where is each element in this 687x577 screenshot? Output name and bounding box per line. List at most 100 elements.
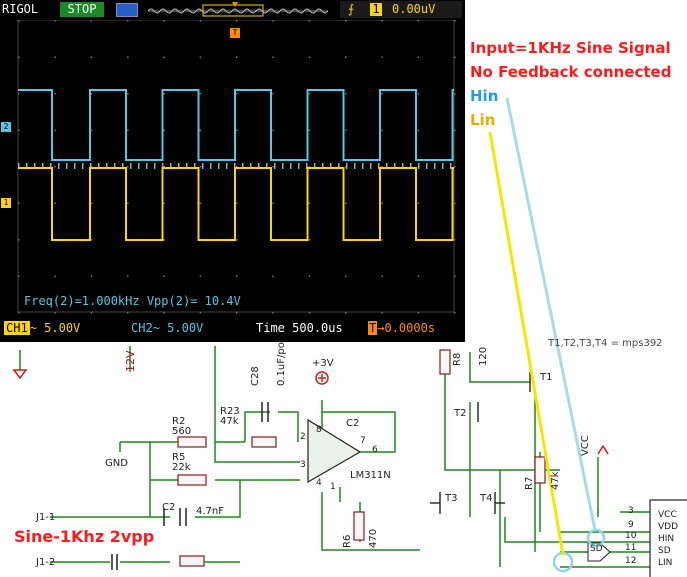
grid-dot — [127, 202, 129, 204]
grid-dot — [236, 166, 238, 168]
grid-tick — [202, 163, 204, 169]
opamp-pin-2: 2 — [300, 432, 306, 442]
grid-tick — [50, 163, 52, 169]
scope-brand: RIGOL — [2, 2, 39, 16]
label-vcc-supply: VCC — [580, 435, 591, 456]
grid-tick — [210, 163, 212, 169]
voltage-symbols — [12, 369, 609, 455]
resistor-r23 — [251, 436, 277, 448]
schematic-drawing — [12, 346, 687, 577]
grid-dot — [163, 56, 165, 58]
resistor-r6 — [353, 511, 365, 541]
grid-tick — [242, 163, 244, 169]
grid-dot — [417, 56, 420, 58]
label-t1: T1 — [540, 372, 553, 383]
grid-tick — [410, 163, 412, 169]
note-hin: Hin — [470, 87, 499, 105]
ch2-square-wave — [18, 89, 454, 161]
grid-dot — [163, 166, 165, 168]
grid-tick — [106, 163, 108, 169]
grid-dot — [90, 239, 93, 241]
grid-tick — [386, 163, 388, 169]
grid-dot — [236, 312, 238, 314]
grid-dot — [272, 202, 274, 204]
hin-pointer-line — [505, 97, 597, 531]
grid-dot — [163, 239, 165, 241]
grid-tick — [146, 163, 148, 169]
grid-dot — [381, 202, 383, 204]
hin-highlight-circle — [586, 528, 606, 548]
grid-dot — [90, 56, 93, 58]
pin-12: 12 — [625, 556, 637, 566]
grid-tick — [442, 163, 444, 169]
grid-tick — [354, 163, 356, 169]
grid-dot — [90, 129, 93, 131]
grid-dot — [54, 202, 56, 204]
trigger-offset-readout[interactable]: T→0.0000s — [368, 321, 436, 335]
opamp-pin-1: 1 — [330, 482, 336, 492]
grid-dot — [417, 20, 420, 22]
label-j1-1: J1-1 — [36, 512, 56, 523]
grid-dot — [417, 275, 420, 277]
grid-dot — [18, 275, 20, 277]
label-c28: C28 — [250, 366, 261, 386]
label-c28-value: 0.1uF/pol — [276, 339, 287, 386]
grid-dot — [308, 56, 311, 58]
grid-dot — [345, 93, 347, 95]
grid-dot — [199, 275, 202, 277]
grid-dot — [454, 312, 456, 314]
grid-dot — [54, 129, 56, 131]
grid-dot — [381, 93, 383, 95]
grid-tick — [162, 163, 164, 169]
frequency-vpp-measurement: Freq(2)=1.000kHz Vpp(2)= 10.4V — [24, 294, 241, 308]
pin-11: 11 — [625, 543, 637, 553]
grid-tick — [394, 163, 396, 169]
grid-dot — [454, 166, 456, 168]
grid-dot — [308, 239, 311, 241]
grid-tick — [426, 163, 428, 169]
grid-dot — [163, 202, 165, 204]
oscilloscope-screenshot: RIGOL STOP ⨍ 1 0.00uV T 2 1 Freq(2)=1.00… — [0, 0, 465, 342]
timebase-readout[interactable]: Time 500.0us — [256, 321, 343, 335]
grid-tick — [298, 163, 300, 169]
grid-dot — [272, 56, 274, 58]
label-t4: T4 — [480, 493, 493, 504]
grid-tick — [282, 163, 284, 169]
time-label: Time — [256, 321, 285, 335]
grid-tick — [218, 163, 220, 169]
grid-tick — [114, 163, 116, 169]
grid-dot — [381, 20, 383, 22]
grid-dot — [199, 129, 202, 131]
trigger-level-readout: 0.00uV — [392, 2, 436, 16]
label-r23: R23 — [220, 406, 240, 417]
grid-dot — [199, 312, 202, 314]
grid-dot — [54, 275, 56, 277]
run-stop-status[interactable]: STOP — [60, 2, 104, 17]
ch1-square-wave — [18, 167, 454, 241]
grid-dot — [163, 275, 165, 277]
grid-dot — [345, 312, 347, 314]
ch2-ground-marker[interactable]: 2 — [1, 122, 11, 132]
grid-dot — [454, 239, 456, 241]
resistor-r2 — [177, 436, 207, 448]
grid-tick — [418, 163, 420, 169]
grid-tick — [130, 163, 132, 169]
capacitors — [111, 402, 269, 570]
grid-tick — [154, 163, 156, 169]
grid-dot — [236, 239, 238, 241]
scope-top-bar: RIGOL STOP ⨍ 1 0.00uV — [0, 0, 465, 20]
ch1-scale-readout[interactable]: CH1~ 5.00V — [4, 321, 81, 335]
grid-dot — [18, 312, 20, 314]
grid-tick — [378, 163, 380, 169]
trigger-position-marker[interactable]: T — [230, 28, 240, 38]
scope-display — [17, 20, 456, 314]
label-r6: R6 — [342, 534, 353, 548]
grid-tick — [314, 163, 316, 169]
grid-tick — [26, 163, 28, 169]
label-j1-2: J1-2 — [36, 557, 56, 568]
grid-dot — [345, 202, 347, 204]
opamp-pin-3: 3 — [300, 460, 306, 470]
ch2-scale-readout[interactable]: CH2~ 5.00V — [131, 321, 204, 335]
grid-dot — [90, 275, 93, 277]
ch1-ground-marker[interactable]: 1 — [1, 198, 11, 208]
